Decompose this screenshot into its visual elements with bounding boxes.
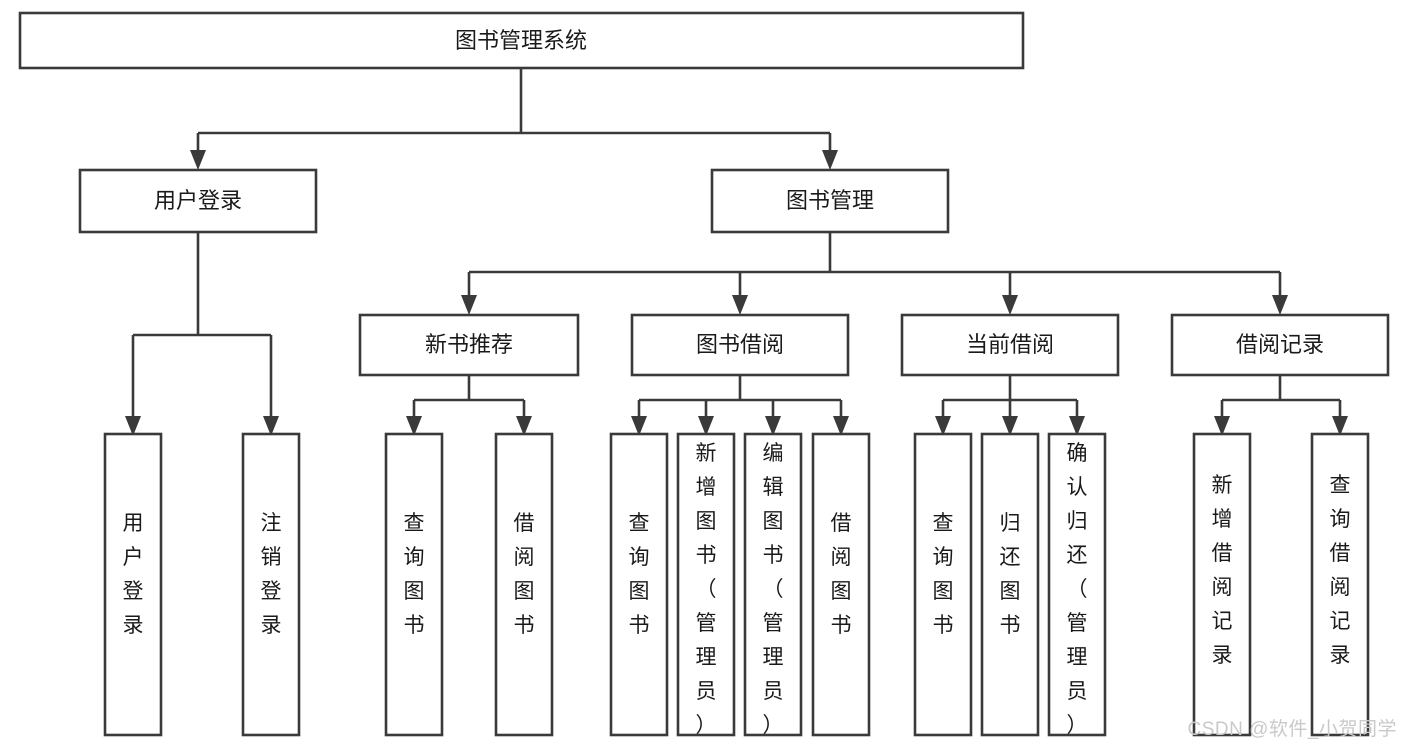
node-new-book-recommend[interactable]: 新书推荐 <box>358 313 580 377</box>
node-box <box>676 432 736 737</box>
node-label: 图书借阅 <box>696 332 784 357</box>
arrow-head-icon <box>732 295 748 315</box>
arrow-head-icon <box>461 295 477 315</box>
node-box <box>1170 313 1390 377</box>
node-box <box>980 432 1040 737</box>
arrow-head-icon <box>765 416 781 436</box>
connector-newbook-to-leaves <box>406 375 532 436</box>
leaf-node-user-login-action[interactable]: 用户登录 <box>103 432 163 737</box>
node-label: 确认归还（管理员） <box>1067 442 1088 737</box>
node-label: 当前借阅 <box>966 332 1054 357</box>
arrow-head-icon <box>1332 416 1348 436</box>
leaf-node-query-borrow-record[interactable]: 查询借阅记录 <box>1310 432 1370 737</box>
arrow-head-icon <box>1002 416 1018 436</box>
arrow-head-icon <box>822 150 838 170</box>
node-label: 新书推荐 <box>425 332 513 357</box>
node-box <box>1192 432 1252 737</box>
arrow-head-icon <box>833 416 849 436</box>
node-box <box>78 168 318 234</box>
node-label: 图书管理系统 <box>455 28 587 53</box>
arrow-head-icon <box>698 416 714 436</box>
arrow-head-icon <box>631 416 647 436</box>
leaf-node-return-book[interactable]: 归还图书 <box>980 432 1040 737</box>
node-label: 新增借阅记录 <box>1212 474 1233 667</box>
leaf-node-query-book-current[interactable]: 查询图书 <box>913 432 973 737</box>
leaf-node-add-book-admin[interactable]: 新增图书（管理员） <box>676 432 736 737</box>
connector-userlogin-to-leaves <box>125 232 279 436</box>
arrow-head-icon <box>1214 416 1230 436</box>
arrow-head-icon <box>1002 295 1018 315</box>
leaf-node-edit-book-admin[interactable]: 编辑图书（管理员） <box>743 432 803 737</box>
node-box <box>1047 432 1107 737</box>
node-label: 借阅图书 <box>514 512 535 637</box>
leaf-node-add-borrow-record[interactable]: 新增借阅记录 <box>1192 432 1252 737</box>
leaf-node-borrow-book-recommend[interactable]: 借阅图书 <box>494 432 554 737</box>
node-label: 归还图书 <box>1000 512 1021 637</box>
arrow-head-icon <box>1272 295 1288 315</box>
node-label: 注销登录 <box>261 512 282 637</box>
node-book-management[interactable]: 图书管理 <box>710 168 950 234</box>
leaf-node-borrow-book[interactable]: 借阅图书 <box>811 432 871 737</box>
node-box <box>630 313 850 377</box>
node-box <box>103 432 163 737</box>
node-label: 查询图书 <box>629 512 650 637</box>
connector-bookborrow-to-leaves <box>631 375 849 436</box>
arrow-head-icon <box>263 416 279 436</box>
node-box <box>900 313 1120 377</box>
arrow-head-icon <box>935 416 951 436</box>
node-box <box>494 432 554 737</box>
node-box <box>811 432 871 737</box>
leaf-node-confirm-return-admin[interactable]: 确认归还（管理员） <box>1047 432 1107 737</box>
node-box <box>1310 432 1370 737</box>
node-box <box>913 432 973 737</box>
node-box <box>358 313 580 377</box>
node-label: 图书管理 <box>786 188 874 213</box>
node-label: 用户登录 <box>154 188 242 213</box>
node-label: 借阅记录 <box>1236 332 1324 357</box>
node-box <box>241 432 301 737</box>
node-box <box>710 168 950 234</box>
arrow-head-icon <box>516 416 532 436</box>
arrow-head-icon <box>190 150 206 170</box>
node-label: 查询图书 <box>404 512 425 637</box>
connector-bookmgmt-to-level3 <box>461 232 1288 315</box>
arrow-head-icon <box>125 416 141 436</box>
node-label: 新增图书（管理员） <box>696 442 717 737</box>
node-label: 借阅图书 <box>831 512 852 637</box>
connector-root-to-level2 <box>190 68 838 170</box>
node-user-login[interactable]: 用户登录 <box>78 168 318 234</box>
node-borrow-record[interactable]: 借阅记录 <box>1170 313 1390 377</box>
node-label: 编辑图书（管理员） <box>763 442 784 737</box>
node-root-book-management-system[interactable]: 图书管理系统 <box>18 11 1025 70</box>
node-label: 查询图书 <box>933 512 954 637</box>
node-book-borrow[interactable]: 图书借阅 <box>630 313 850 377</box>
leaf-node-logout[interactable]: 注销登录 <box>241 432 301 737</box>
node-current-borrow[interactable]: 当前借阅 <box>900 313 1120 377</box>
node-box <box>743 432 803 737</box>
node-box <box>384 432 444 737</box>
node-box <box>18 11 1025 70</box>
leaf-node-query-book-recommend[interactable]: 查询图书 <box>384 432 444 737</box>
node-box <box>609 432 669 737</box>
arrow-head-icon <box>406 416 422 436</box>
node-label: 用户登录 <box>123 512 144 637</box>
leaf-node-query-book-borrow[interactable]: 查询图书 <box>609 432 669 737</box>
connector-borrowrecord-to-leaves <box>1214 375 1348 436</box>
node-label: 查询借阅记录 <box>1330 474 1351 667</box>
arrow-head-icon <box>1069 416 1085 436</box>
connector-currentborrow-to-leaves <box>935 375 1085 436</box>
